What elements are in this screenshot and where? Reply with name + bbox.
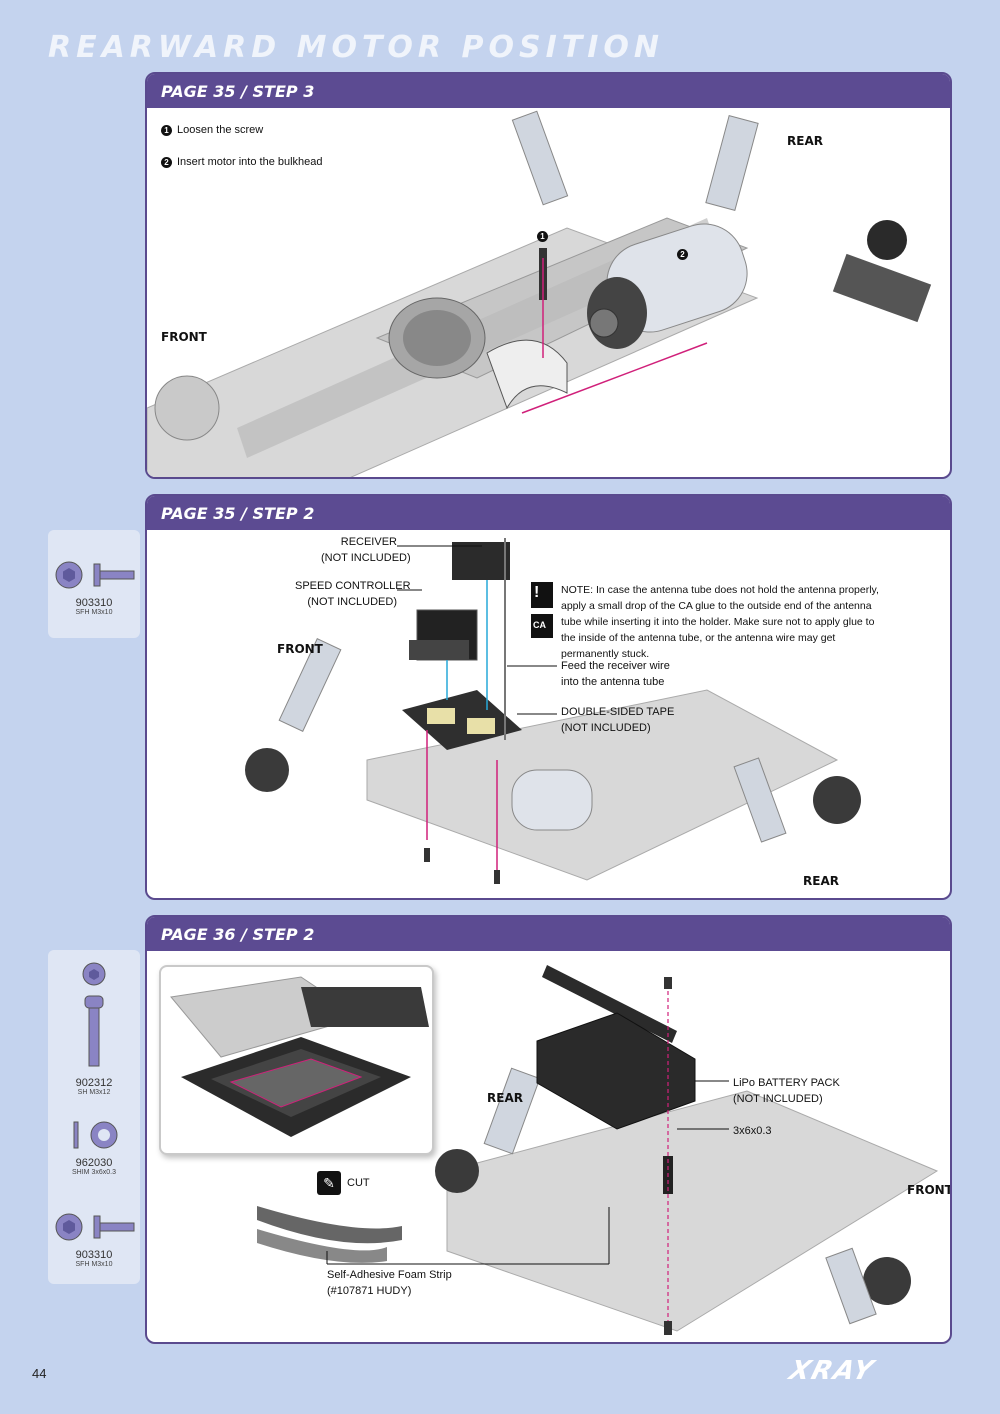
direction-front: FRONT (161, 330, 207, 344)
warning-icon: ! (534, 584, 540, 601)
direction-rear: REAR (487, 1091, 523, 1105)
battery-illustration (257, 965, 939, 1335)
antenna-note: NOTE: In case the antenna tube does not … (561, 584, 879, 660)
step-number-badge: 2 (677, 249, 688, 260)
section-page35-step2: PAGE 35 / STEP 2 (145, 494, 952, 900)
part-code: 902312 (75, 1077, 113, 1089)
part-code: 962030 (75, 1157, 113, 1169)
flat-head-screw-icon (55, 1213, 135, 1241)
part-item: 962030 SHIM 3x6x0.3 (48, 1118, 140, 1176)
page-title: REARWARD MOTOR POSITION (48, 30, 664, 65)
section-page35-step3: PAGE 35 / STEP 3 (145, 72, 952, 479)
step-number-badge: 2 (161, 157, 172, 168)
chassis-cutaway-illustration (170, 976, 429, 1137)
label-speed-controller: SPEED CONTROLLER(NOT INCLUDED) (295, 580, 411, 608)
part-item: 903310 SFH M3x10 (48, 558, 140, 616)
part-code: 903310 (75, 597, 113, 609)
section-header: PAGE 35 / STEP 3 (147, 74, 950, 108)
step-text: Insert motor into the bulkhead (177, 156, 323, 168)
ca-glue-icon: CA (533, 620, 546, 630)
direction-front: FRONT (907, 1183, 952, 1197)
part-desc: SFH M3x10 (75, 1261, 113, 1268)
label-cut: CUT (347, 1177, 370, 1189)
section-body: 1 Loosen the screw 2 Insert motor into the… (147, 108, 950, 477)
direction-rear: REAR (803, 874, 839, 888)
parts-panel: 902312 SH M3x12 962030 SHIM 3x6x0.3 9033… (48, 950, 140, 1284)
step-number-badge: 1 (161, 125, 172, 136)
socket-head-screw-icon (82, 962, 106, 1067)
step-2: 2 Insert motor into the bulkhead (161, 156, 323, 168)
motor-assembly-illustration (147, 110, 932, 477)
step-1: 1 Loosen the screw (161, 124, 263, 136)
step-text: Loosen the screw (177, 124, 264, 136)
label-receiver: RECEIVER(NOT INCLUDED) (321, 536, 411, 564)
part-desc: SH M3x12 (77, 1089, 111, 1096)
section-header: PAGE 36 / STEP 2 (147, 917, 950, 951)
section-body: RECEIVER(NOT INCLUDED) SPEED CONTROLLER(… (147, 530, 950, 898)
flat-head-screw-icon (55, 561, 135, 589)
part-code: 903310 (75, 1249, 113, 1261)
callout-1: 1 (537, 230, 553, 242)
part-desc: SFH M3x10 (75, 609, 113, 616)
section-header: PAGE 35 / STEP 2 (147, 496, 950, 530)
parts-panel: 903310 SFH M3x10 (48, 530, 140, 638)
inset-cut-detail (159, 965, 434, 1155)
page-number: 44 (32, 1366, 47, 1381)
label-foam-strip: Self-Adhesive Foam Strip(#107871 HUDY) (327, 1269, 452, 1297)
section-body: ✎ CUT Self-Adhesive Foam Strip(#107871 H… (147, 951, 952, 1342)
step-number-badge: 1 (537, 231, 548, 242)
label-shim: 3x6x0.3 (733, 1125, 772, 1137)
part-item: 902312 SH M3x12 (48, 962, 140, 1096)
direction-front: FRONT (277, 642, 323, 656)
electronics-illustration (245, 538, 861, 884)
label-battery-pack: LiPo BATTERY PACK(NOT INCLUDED) (733, 1077, 840, 1105)
scalpel-icon: ✎ (317, 1171, 341, 1195)
label-double-sided-tape: DOUBLE-SIDED TAPE(NOT INCLUDED) (561, 706, 675, 734)
shim-icon (73, 1121, 118, 1149)
callout-2: 2 (677, 248, 693, 260)
direction-rear: REAR (787, 134, 823, 148)
xray-logo: XRAY (785, 1356, 879, 1386)
section-page36-step2: PAGE 36 / STEP 2 (145, 915, 952, 1344)
part-item: 903310 SFH M3x10 (48, 1210, 140, 1268)
part-desc: SHIM 3x6x0.3 (72, 1169, 116, 1176)
